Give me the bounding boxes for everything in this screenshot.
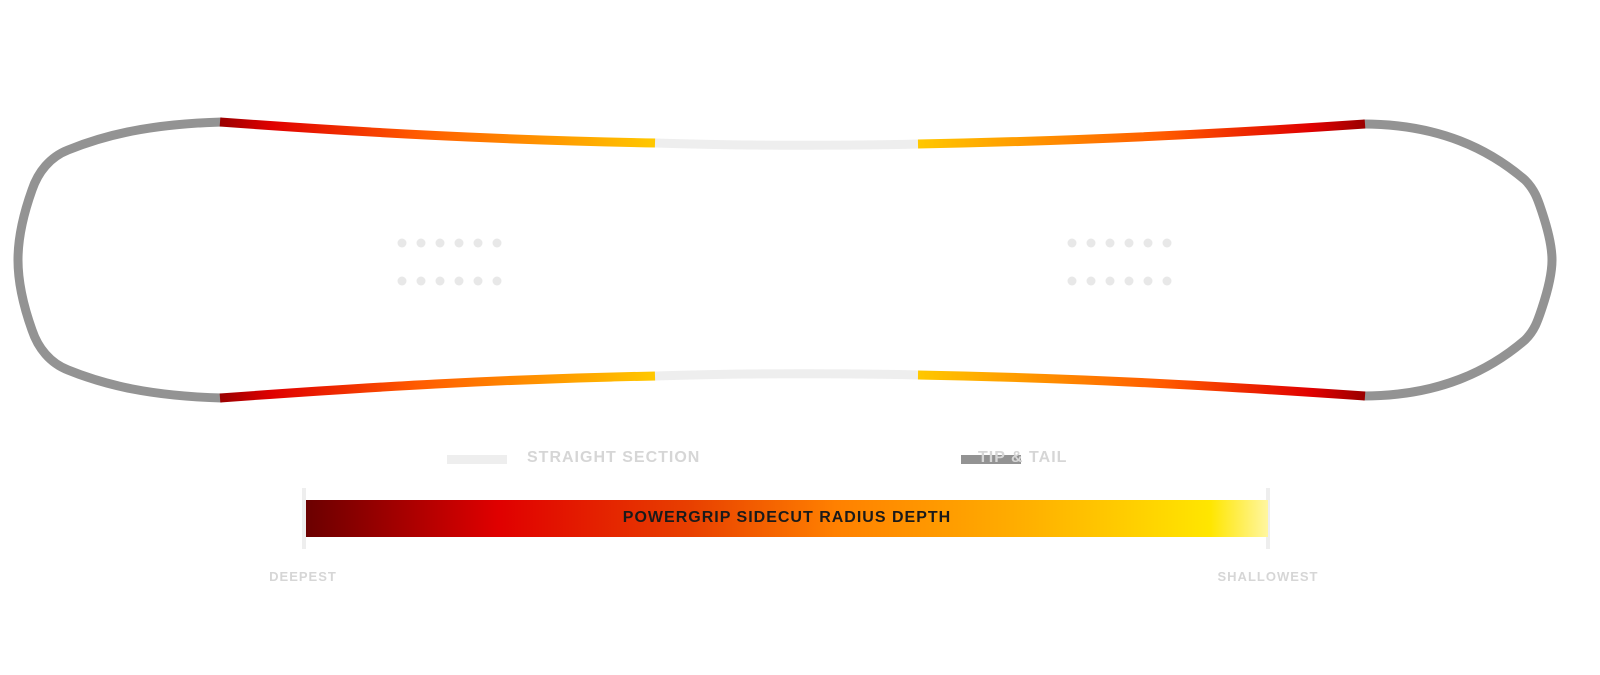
insert-dot (1105, 276, 1115, 286)
insert-dot (454, 276, 464, 286)
insert-dot (435, 238, 445, 248)
insert-dot (473, 238, 483, 248)
insert-dot (1143, 276, 1153, 286)
straight-section-bottom (654, 369, 920, 381)
legend-swatch-straight (447, 455, 507, 464)
insert-dot (1143, 238, 1153, 248)
insert-dot (1162, 276, 1172, 286)
tip-left (13, 117, 223, 403)
insert-dot (1124, 276, 1134, 286)
insert-dot (492, 238, 502, 248)
scale-right-label: SHALLOWEST (1217, 569, 1319, 584)
insert-dot (1086, 238, 1096, 248)
insert-dot (1105, 238, 1115, 248)
sidecut-bottom-left (219, 371, 657, 403)
insert-dot (416, 238, 426, 248)
insert-dot (1124, 238, 1134, 248)
sidecut-top-right (917, 119, 1366, 149)
legend-swatch-tip-tail (961, 455, 1021, 464)
insert-dot (435, 276, 445, 286)
legend-tip-tail: TIP & TAIL (978, 449, 1068, 466)
insert-dot (454, 238, 464, 248)
sidecut-depth-gradient-bar (306, 500, 1268, 537)
straight-section-top (654, 138, 920, 150)
insert-dot (1067, 238, 1077, 248)
insert-dot (416, 276, 426, 286)
scale-title: POWERGRIP SIDECUT RADIUS DEPTH (622, 509, 952, 526)
insert-dot (397, 276, 407, 286)
sidecut-top-left (219, 117, 657, 148)
scale-tick-left (302, 488, 306, 549)
sidecut-bottom-right (917, 370, 1366, 401)
tip-right (1362, 119, 1557, 401)
insert-dot (397, 238, 407, 248)
insert-dot (492, 276, 502, 286)
binding-inserts (397, 238, 1172, 286)
insert-dot (1162, 238, 1172, 248)
legend-straight-section: STRAIGHT SECTION (527, 449, 701, 466)
scale-left-label: DEEPEST (269, 569, 337, 584)
insert-dot (1067, 276, 1077, 286)
insert-dot (473, 276, 483, 286)
insert-dot (1086, 276, 1096, 286)
